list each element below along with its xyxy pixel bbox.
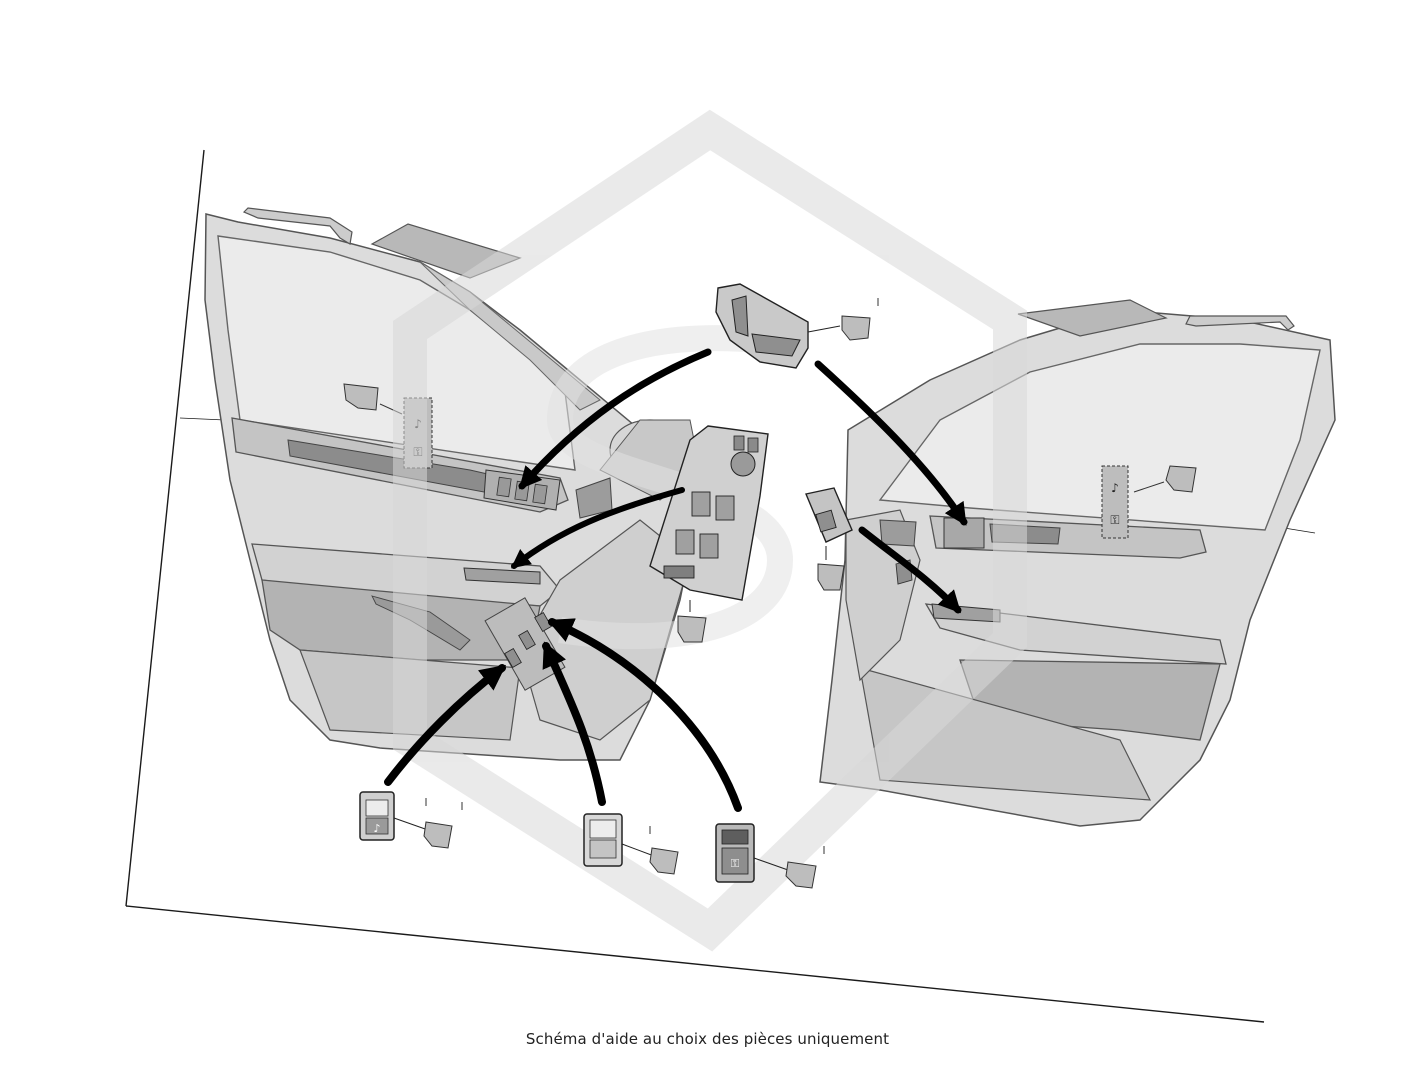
electrical-connector-icon xyxy=(343,383,379,411)
window-switch-panel-icon[interactable] xyxy=(649,425,769,643)
svg-text:♪: ♪ xyxy=(373,822,380,835)
connector-tick-marks xyxy=(425,298,879,854)
seat-adjust-switch-icon[interactable] xyxy=(715,283,871,369)
trunk-release-switch-icon[interactable]: ♪ xyxy=(359,791,453,849)
diagram-caption: Schéma d'aide au choix des pièces unique… xyxy=(525,1030,890,1048)
electrical-connector-icon xyxy=(1165,465,1197,493)
door-lock-switch-icon[interactable]: ⚿ xyxy=(715,823,817,889)
fuel-flap-switch-icon[interactable] xyxy=(583,813,679,875)
pointer-arrows xyxy=(384,348,968,812)
svg-text:⚿: ⚿ xyxy=(1110,513,1119,527)
svg-text:♪: ♪ xyxy=(1111,481,1119,495)
watermark-logo xyxy=(393,109,1027,952)
single-window-switch-icon[interactable] xyxy=(805,487,853,591)
svg-text:⚿: ⚿ xyxy=(731,857,739,870)
